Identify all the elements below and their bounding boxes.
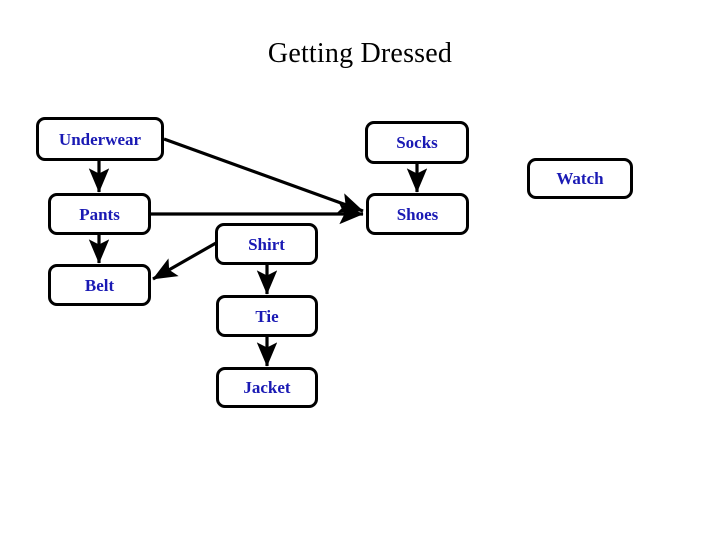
node-label-socks: Socks: [396, 133, 438, 152]
edge-shirt-belt: [152, 241, 217, 281]
edge-underwear-shoes: [163, 137, 364, 213]
node-shoes[interactable]: Shoes: [366, 193, 469, 235]
node-pants[interactable]: Pants: [48, 193, 151, 235]
node-label-belt: Belt: [84, 275, 115, 295]
node-belt[interactable]: Belt: [48, 264, 151, 306]
node-label-shoes: Shoes: [396, 204, 439, 224]
node-shirt[interactable]: Shirt: [215, 223, 318, 265]
node-label-jacket: Jacket: [243, 378, 291, 397]
node-label-tie: Tie: [255, 306, 279, 326]
node-label-underwear: Underwear: [58, 129, 142, 149]
page-title: Getting Dressed: [267, 38, 453, 69]
node-underwear[interactable]: Underwear: [36, 117, 164, 161]
node-jacket[interactable]: Jacket: [216, 367, 318, 408]
node-socks[interactable]: Socks: [365, 121, 469, 164]
node-label-pants: Pants: [79, 204, 120, 224]
node-tie[interactable]: Tie: [216, 295, 318, 337]
node-label-shirt: Shirt: [248, 234, 285, 254]
node-label-watch: Watch: [556, 169, 604, 188]
node-watch[interactable]: Watch: [527, 158, 633, 199]
